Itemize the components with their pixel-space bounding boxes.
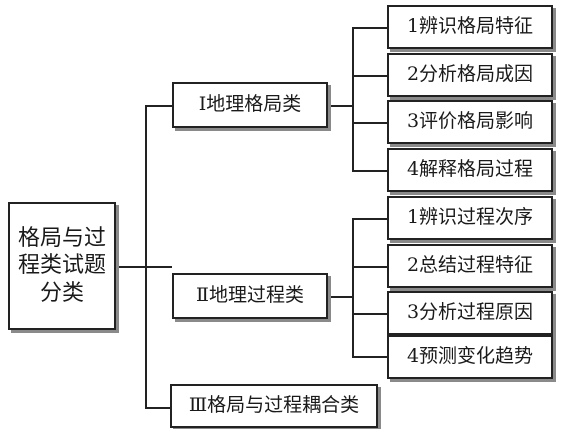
root-node: 格局与过程类试题分类: [8, 202, 116, 330]
connector-cat2-item-2: [352, 266, 387, 268]
leaf-node-cat1-2: 2分析格局成因: [387, 53, 553, 97]
category-node-1-label: Ⅰ地理格局类: [198, 93, 302, 116]
root-node-label: 格局与过程类试题分类: [18, 225, 107, 306]
leaf-node-cat1-2-label: 2分析格局成因: [406, 63, 534, 86]
connector-root-stub: [116, 266, 147, 268]
connector-cat2-item-4: [352, 356, 387, 358]
leaf-node-cat2-3: 3分析过程原因: [387, 291, 553, 335]
connector-cat1-item-2: [352, 75, 387, 77]
leaf-node-cat2-4: 4预测变化趋势: [387, 335, 553, 379]
leaf-node-cat2-4-label: 4预测变化趋势: [406, 345, 534, 368]
connector-category-1-stub: [328, 105, 354, 107]
connector-main-trunk: [145, 105, 147, 409]
connector-cat1-item-4: [352, 170, 387, 172]
leaf-node-cat1-4: 4解释格局过程: [387, 148, 553, 192]
category-node-3: Ⅲ格局与过程耦合类: [170, 384, 378, 428]
leaf-node-cat1-3: 3评价格局影响: [387, 100, 553, 144]
leaf-node-cat2-1: 1辨识过程次序: [387, 196, 553, 240]
leaf-node-cat1-1-label: 1辨识格局特征: [406, 15, 534, 38]
leaf-node-cat1-1: 1辨识格局特征: [387, 5, 553, 49]
leaf-node-cat2-2: 2总结过程特征: [387, 244, 553, 288]
connector-cat2-item-1: [352, 218, 387, 220]
leaf-node-cat2-2-label: 2总结过程特征: [406, 254, 534, 277]
connector-cat2-item-3: [352, 313, 387, 315]
category-node-2: Ⅱ地理过程类: [172, 273, 328, 319]
category-node-3-label: Ⅲ格局与过程耦合类: [188, 394, 360, 417]
category-node-2-label: Ⅱ地理过程类: [196, 284, 304, 307]
leaf-node-cat2-1-label: 1辨识过程次序: [406, 206, 534, 229]
connector-to-category-2: [145, 266, 172, 268]
connector-cat1-item-1: [352, 27, 387, 29]
leaf-node-cat1-4-label: 4解释格局过程: [406, 158, 534, 181]
category-node-1: Ⅰ地理格局类: [172, 82, 328, 128]
connector-category-2-stub: [328, 296, 354, 298]
leaf-node-cat2-3-label: 3分析过程原因: [406, 301, 534, 324]
connector-category-1-trunk: [352, 27, 354, 172]
connector-to-category-1: [145, 105, 172, 107]
connector-category-2-trunk: [352, 218, 354, 358]
connector-cat1-item-3: [352, 122, 387, 124]
leaf-node-cat1-3-label: 3评价格局影响: [406, 110, 534, 133]
connector-to-category-3: [145, 407, 170, 409]
